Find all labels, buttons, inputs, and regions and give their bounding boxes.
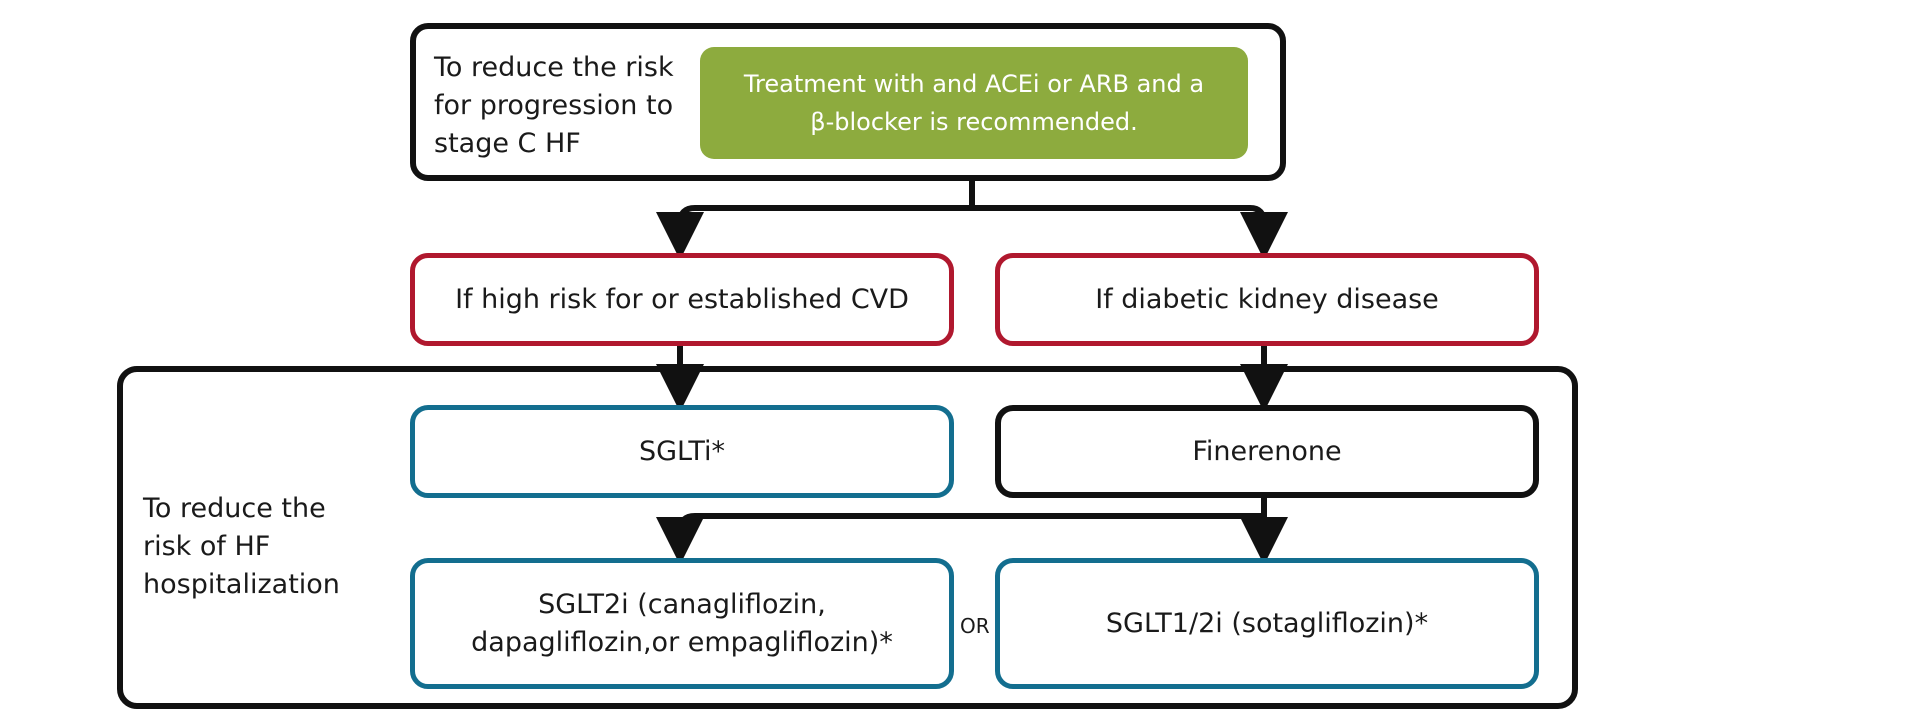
finerenone-label: Finerenone bbox=[1192, 435, 1342, 467]
sgltri-label: SGLTi* bbox=[638, 435, 726, 467]
sglt2i-box: SGLT2i (canagliflozin, dapagliflozin,or … bbox=[410, 558, 954, 689]
recommendation-panel: Treatment with and ACEi or ARB and a β-b… bbox=[700, 47, 1248, 159]
connector-to-cvd bbox=[656, 205, 972, 260]
sglt12i-label: SGLT1/2i (sotagliflozin)* bbox=[1105, 607, 1429, 639]
sglt12i-box: SGLT1/2i (sotagliflozin)* bbox=[995, 558, 1539, 689]
connector-to-dkd bbox=[972, 205, 1288, 260]
connector-to-sglt2i bbox=[656, 513, 1264, 565]
or-label: OR bbox=[960, 614, 990, 638]
top-side-label: To reduce the risk for progression to st… bbox=[434, 52, 674, 159]
finerenone-box: Finerenone bbox=[995, 405, 1539, 498]
condition-cvd-label: If high risk for or established CVD bbox=[455, 283, 909, 315]
condition-cvd-box: If high risk for or established CVD bbox=[410, 253, 954, 346]
condition-dkd-label: If diabetic kidney disease bbox=[1095, 283, 1439, 315]
hf-hospitalization-frame bbox=[117, 366, 1578, 709]
sglt2i-label: SGLT2i (canagliflozin, dapagliflozin,or … bbox=[471, 588, 893, 658]
sgltri-box: SGLTi* bbox=[410, 405, 954, 498]
condition-dkd-box: If diabetic kidney disease bbox=[995, 253, 1539, 346]
recommendation-text: Treatment with and ACEi or ARB and a β-b… bbox=[743, 70, 1205, 136]
bottom-side-label: To reduce the risk of HF hospitalization bbox=[143, 493, 340, 600]
